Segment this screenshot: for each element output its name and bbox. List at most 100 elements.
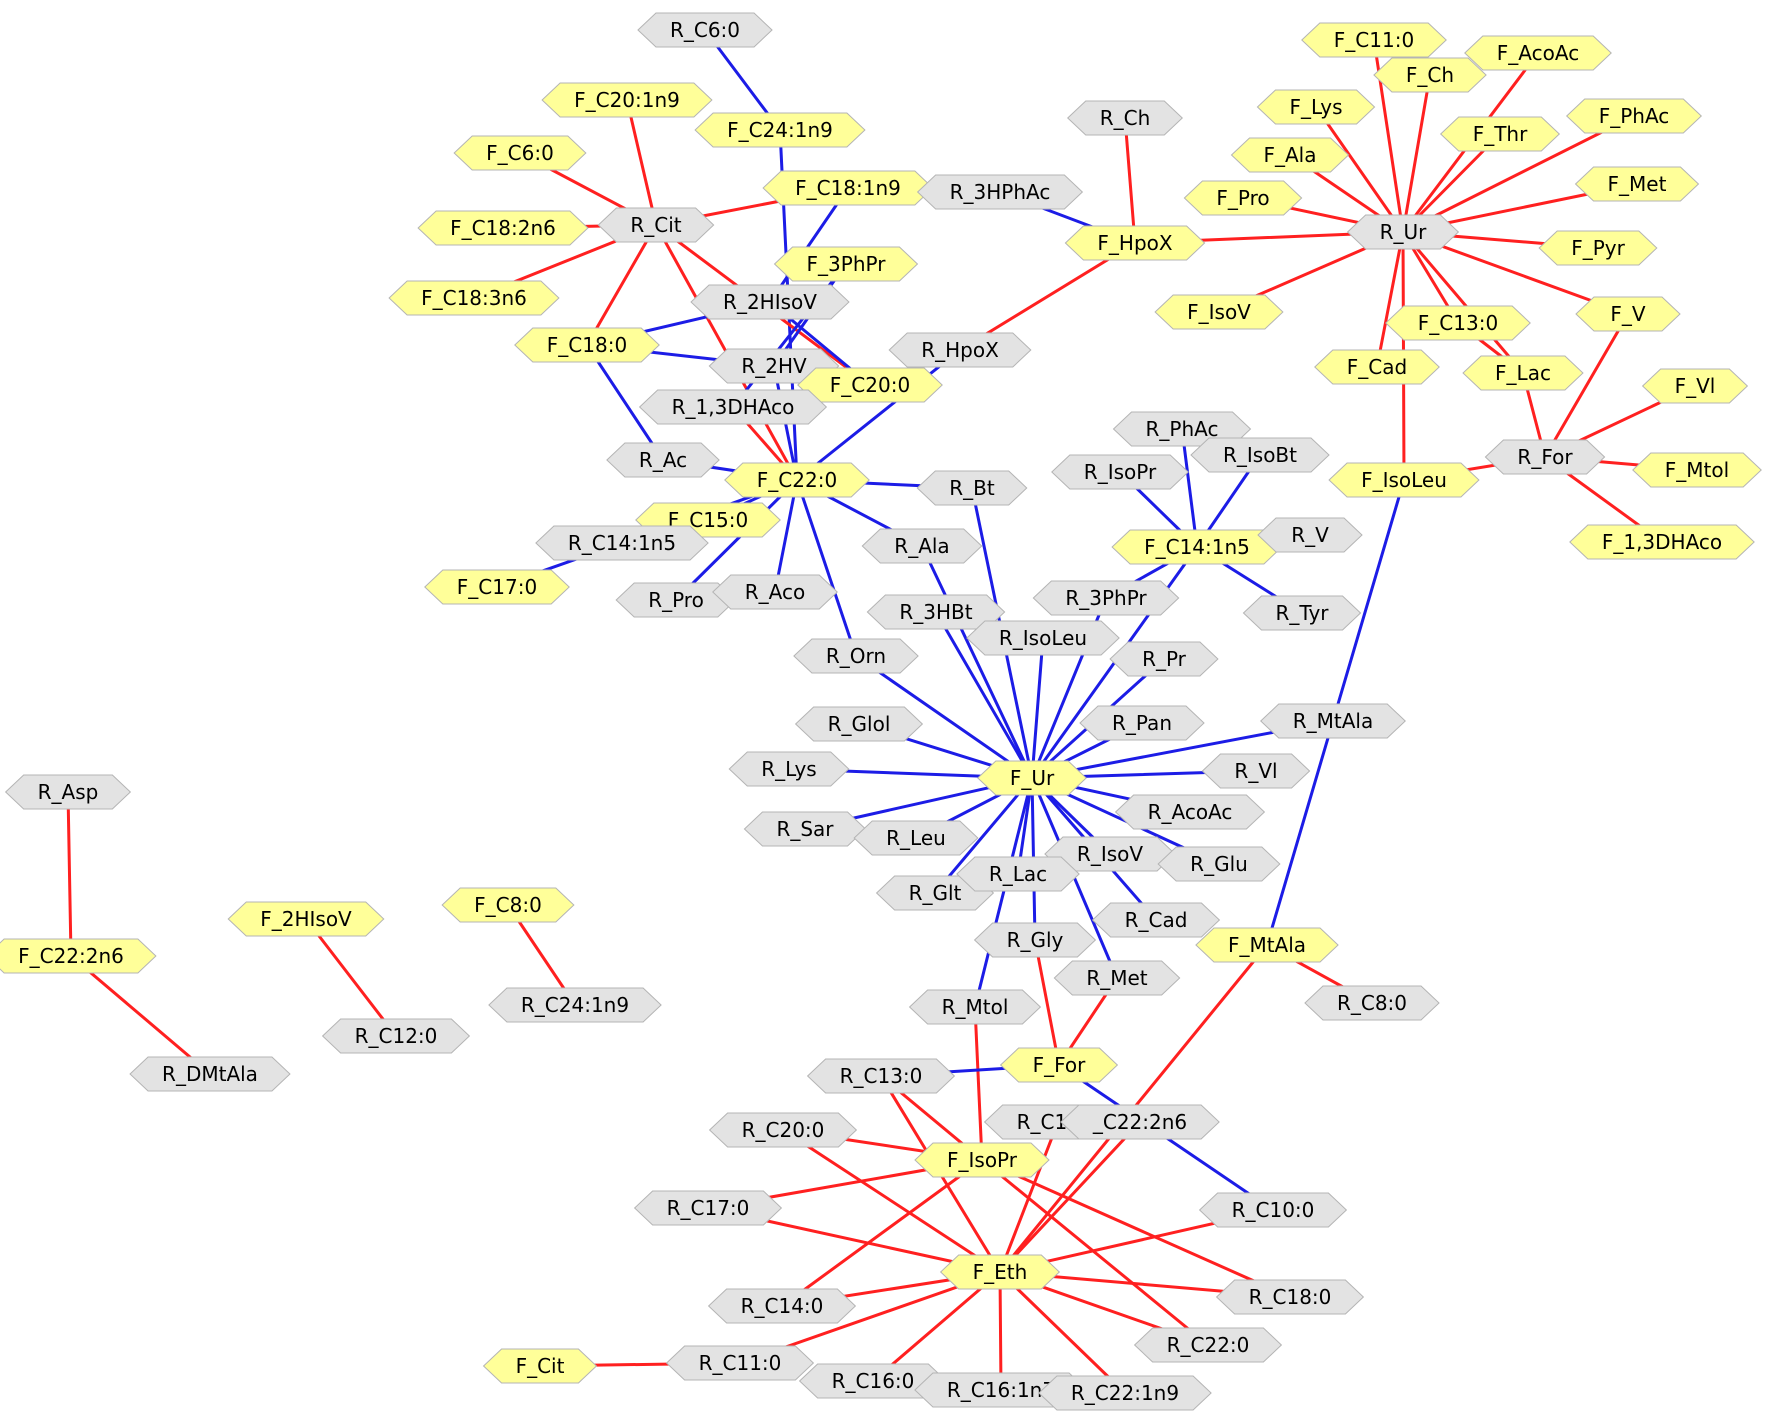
node-r-aco[interactable]: R_Aco: [712, 574, 838, 610]
node-f-ur[interactable]: F_Ur: [977, 760, 1087, 796]
node-r-2hisov[interactable]: R_2HIsoV: [690, 284, 850, 320]
node-f-phac[interactable]: F_PhAc: [1565, 98, 1703, 134]
node-r-c12-0[interactable]: R_C12:0: [321, 1018, 471, 1054]
node-r-c22-2n6[interactable]: _C22:2n6: [1060, 1104, 1220, 1140]
node-r-vl[interactable]: R_Vl: [1201, 753, 1311, 789]
node-r-c14-1n5[interactable]: R_C14:1n5: [535, 525, 709, 561]
node-f-thr[interactable]: F_Thr: [1439, 116, 1561, 152]
node-r-2hv[interactable]: R_2HV: [708, 348, 840, 384]
node-f-mtala[interactable]: F_MtAla: [1195, 927, 1339, 963]
node-r-glol[interactable]: R_Glol: [794, 706, 924, 742]
node-f-ala[interactable]: F_Ala: [1230, 137, 1350, 173]
node-r-c22-0[interactable]: R_C22:0: [1133, 1327, 1283, 1363]
node-r-for[interactable]: R_For: [1484, 439, 1606, 475]
node-f-2hisov[interactable]: F_2HIsoV: [227, 901, 385, 937]
node-r-v[interactable]: R_V: [1257, 517, 1363, 553]
node-r-acoac[interactable]: R_AcoAc: [1114, 794, 1266, 830]
node-r-bt[interactable]: R_Bt: [916, 470, 1028, 506]
node-r-cad[interactable]: R_Cad: [1091, 902, 1221, 938]
node-r-leu[interactable]: R_Leu: [853, 820, 979, 856]
node-f-eth[interactable]: F_Eth: [939, 1254, 1061, 1290]
node-r-c11-0[interactable]: R_C11:0: [665, 1345, 815, 1381]
node-r-dmtala[interactable]: R_DMtAla: [129, 1056, 291, 1092]
node-f-pyr[interactable]: F_Pyr: [1538, 230, 1658, 266]
node-f-cad[interactable]: F_Cad: [1314, 349, 1440, 385]
node-r-c8-0[interactable]: R_C8:0: [1304, 985, 1440, 1021]
node-f-c18-2n6[interactable]: F_C18:2n6: [417, 210, 589, 246]
node-f-c13-0[interactable]: F_C13:0: [1385, 305, 1531, 341]
node-r-isopr[interactable]: R_IsoPr: [1051, 454, 1189, 490]
node-r-3hphac[interactable]: R_3HPhAc: [916, 174, 1084, 210]
node-f-c11-0[interactable]: F_C11:0: [1301, 22, 1447, 58]
node-f-c14-1n5[interactable]: F_C14:1n5: [1111, 529, 1283, 565]
node-f-v[interactable]: F_V: [1575, 296, 1681, 332]
node-f-c18-3n6[interactable]: F_C18:3n6: [388, 280, 560, 316]
node-r-3hbt[interactable]: R_3HBt: [866, 594, 1006, 630]
node-r-sar[interactable]: R_Sar: [743, 811, 867, 847]
node-r-tyr[interactable]: R_Tyr: [1242, 595, 1362, 631]
node-r-glu[interactable]: R_Glu: [1157, 846, 1281, 882]
node-r-c24-1n9[interactable]: R_C24:1n9: [488, 987, 662, 1023]
node-r-glt[interactable]: R_Glt: [875, 875, 995, 911]
node-f-c20-0[interactable]: F_C20:0: [797, 367, 943, 403]
node-f-cit[interactable]: F_Cit: [482, 1348, 598, 1384]
node-r-isov[interactable]: R_IsoV: [1044, 836, 1176, 872]
node-r-orn[interactable]: R_Orn: [793, 638, 919, 674]
node-r-lys[interactable]: R_Lys: [728, 751, 850, 787]
node-f-hpox[interactable]: F_HpoX: [1064, 225, 1206, 261]
node-f-pro[interactable]: F_Pro: [1183, 180, 1303, 216]
node-f-c20-1n9[interactable]: F_C20:1n9: [541, 82, 713, 118]
node-r-c14-0[interactable]: R_C14:0: [707, 1288, 857, 1324]
node-r-c10-0[interactable]: R_C10:0: [1198, 1192, 1348, 1228]
node-r-isobt[interactable]: R_IsoBt: [1190, 437, 1330, 473]
node-f-acoac[interactable]: F_AcoAc: [1464, 35, 1612, 71]
node-r-met[interactable]: R_Met: [1053, 960, 1181, 996]
node-f-ch[interactable]: F_Ch: [1373, 57, 1487, 93]
node-r-pro[interactable]: R_Pro: [615, 582, 737, 618]
node-r-isoleu[interactable]: R_IsoLeu: [966, 620, 1120, 656]
node-f-3phpr[interactable]: F_3PhPr: [773, 246, 919, 282]
node-r-c13-0[interactable]: R_C13:0: [806, 1058, 956, 1094]
node-f-c18-0[interactable]: F_C18:0: [514, 327, 660, 363]
node-r-c20-0[interactable]: R_C20:0: [708, 1112, 858, 1148]
node-r-c16-0[interactable]: R_C16:0: [798, 1363, 948, 1399]
node-r-ch[interactable]: R_Ch: [1066, 100, 1184, 136]
node-r-mtala[interactable]: R_MtAla: [1260, 703, 1406, 739]
node-r-mtol[interactable]: R_Mtol: [908, 989, 1042, 1025]
node-f-c18-1n9[interactable]: F_C18:1n9: [762, 170, 934, 206]
node-r-c22-1n9[interactable]: R_C22:1n9: [1038, 1375, 1212, 1411]
node-r-1-3dhaco[interactable]: R_1,3DHAco: [638, 389, 828, 425]
node-f-c6-0[interactable]: F_C6:0: [453, 135, 587, 171]
node-f-vl[interactable]: F_Vl: [1641, 368, 1749, 404]
node-r-pan[interactable]: R_Pan: [1079, 705, 1205, 741]
node-f-mtol[interactable]: F_Mtol: [1632, 452, 1762, 488]
node-f-isopr[interactable]: F_IsoPr: [914, 1142, 1050, 1178]
node-r-c18-0[interactable]: R_C18:0: [1215, 1279, 1365, 1315]
node-f-for[interactable]: F_For: [999, 1047, 1119, 1083]
node-r-hpox[interactable]: R_HpoX: [888, 332, 1032, 368]
node-r-ala[interactable]: R_Ala: [861, 528, 983, 564]
node-f-c22-0[interactable]: F_C22:0: [724, 462, 870, 498]
node-f-c24-1n9[interactable]: F_C24:1n9: [694, 112, 866, 148]
node-f-c22-2n6[interactable]: F_C22:2n6: [0, 938, 157, 974]
node-r-asp[interactable]: R_Asp: [4, 774, 132, 810]
node-r-ac[interactable]: R_Ac: [606, 442, 720, 478]
node-f-lys[interactable]: F_Lys: [1256, 89, 1376, 125]
node-r-c17-0[interactable]: R_C17:0: [633, 1190, 783, 1226]
node-f-met[interactable]: F_Met: [1574, 166, 1700, 202]
node-f-isoleu[interactable]: F_IsoLeu: [1328, 462, 1480, 498]
node-f-lac[interactable]: F_Lac: [1462, 355, 1584, 391]
node-r-gly[interactable]: R_Gly: [973, 922, 1097, 958]
node-r-c6-0[interactable]: R_C6:0: [637, 12, 773, 48]
node-r-pr[interactable]: R_Pr: [1109, 641, 1219, 677]
node-f-c17-0[interactable]: F_C17:0: [424, 569, 570, 605]
node-f-1-3dhaco[interactable]: F_1,3DHAco: [1569, 524, 1755, 560]
node-label: R_C17:0: [667, 1196, 750, 1220]
node-r-3phpr[interactable]: R_3PhPr: [1032, 580, 1180, 616]
node-r-cit[interactable]: R_Cit: [597, 207, 715, 243]
node-r-ur[interactable]: R_Ur: [1346, 214, 1460, 250]
node-f-c8-0[interactable]: F_C8:0: [441, 887, 575, 923]
node-f-isov[interactable]: F_IsoV: [1154, 294, 1284, 330]
node-r-lac[interactable]: R_Lac: [956, 856, 1080, 892]
